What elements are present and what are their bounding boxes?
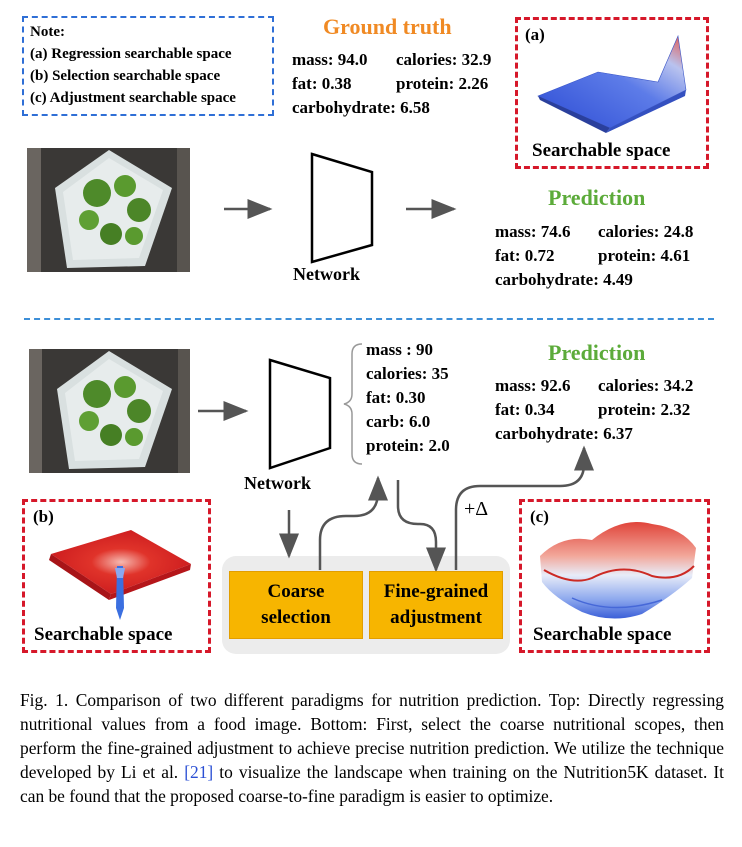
food-photo bbox=[27, 148, 190, 272]
gt-mass: mass: 94.0 bbox=[292, 50, 368, 69]
coarse-calories: calories: 35 bbox=[366, 364, 449, 383]
panel-c-label: (c) bbox=[530, 507, 549, 526]
panel-a-label: (a) bbox=[525, 25, 545, 44]
panel-c-box: (c) Searchable space bbox=[519, 499, 710, 653]
caption-text-after-ref: to visualize the landscape when training… bbox=[20, 762, 725, 806]
adjustment-surface-plot bbox=[540, 522, 696, 619]
gt-calories: calories: 32.9 bbox=[396, 50, 492, 69]
selection-surface-plot bbox=[49, 530, 191, 620]
panel-a-caption: Searchable space bbox=[532, 140, 671, 161]
bottom-pred-protein: protein: 2.32 bbox=[598, 400, 691, 419]
food-photo bbox=[29, 349, 190, 473]
top-pred-calories: calories: 24.8 bbox=[598, 222, 694, 241]
note-item-c: (c) Adjustment searchable space bbox=[30, 90, 236, 106]
coarse-selection-box: Coarse selection bbox=[229, 571, 363, 639]
panel-c-caption: Searchable space bbox=[533, 624, 672, 645]
note-item-b: (b) Selection searchable space bbox=[30, 68, 221, 84]
fine-grained-adjustment-box: Fine-grained adjustment bbox=[369, 571, 503, 639]
note-item-a: (a) Regression searchable space bbox=[30, 46, 232, 62]
food-image-top bbox=[27, 148, 190, 272]
bottom-pred-carbohydrate: carbohydrate: 6.37 bbox=[495, 424, 633, 443]
delta-label: +Δ bbox=[464, 498, 489, 520]
note-box: Note: (a) Regression searchable space (b… bbox=[22, 16, 274, 116]
ground-truth-title: Ground truth bbox=[323, 14, 452, 39]
top-pred-carbohydrate: carbohydrate: 4.49 bbox=[495, 270, 633, 289]
panel-b-label: (b) bbox=[33, 507, 54, 526]
coarse-selection-line2: selection bbox=[261, 607, 331, 628]
top-prediction-title: Prediction bbox=[548, 185, 646, 210]
note-title: Note: bbox=[30, 24, 65, 40]
coarse-selection-line1: Coarse bbox=[267, 581, 325, 602]
bottom-network-label: Network bbox=[244, 473, 311, 493]
coarse-carb: carb: 6.0 bbox=[366, 412, 431, 431]
coarse-protein: protein: 2.0 bbox=[366, 436, 450, 455]
top-pred-protein: protein: 4.61 bbox=[598, 246, 691, 265]
coarse-values-list: mass : 90 calories: 35 fat: 0.30 carb: 6… bbox=[366, 338, 450, 458]
gt-protein: protein: 2.26 bbox=[396, 74, 489, 93]
top-flow-arrows bbox=[224, 152, 457, 264]
figure-caption: Fig. 1. Comparison of two different para… bbox=[20, 688, 724, 808]
top-pred-fat: fat: 0.72 bbox=[495, 246, 555, 265]
panel-b-box: (b) Searchable space bbox=[22, 499, 211, 653]
panel-b-caption: Searchable space bbox=[34, 624, 173, 645]
bottom-pred-mass: mass: 92.6 bbox=[495, 376, 571, 395]
food-image-bottom bbox=[29, 349, 190, 473]
fine-grained-line1: Fine-grained bbox=[383, 581, 489, 602]
fine-grained-line2: adjustment bbox=[390, 607, 482, 628]
top-pred-mass: mass: 74.6 bbox=[495, 222, 571, 241]
caption-text-before-ref: Fig. 1. Comparison of two different para… bbox=[20, 690, 724, 782]
gt-fat: fat: 0.38 bbox=[292, 74, 352, 93]
gt-carbohydrate: carbohydrate: 6.58 bbox=[292, 98, 430, 117]
panel-a-box: (a) Searchable space bbox=[515, 17, 709, 169]
caption-reference-link[interactable]: [21] bbox=[184, 762, 214, 782]
bottom-prediction-title: Prediction bbox=[548, 340, 646, 365]
coarse-fat: fat: 0.30 bbox=[366, 388, 426, 407]
coarse-mass: mass : 90 bbox=[366, 340, 434, 359]
bottom-pred-fat: fat: 0.34 bbox=[495, 400, 555, 419]
regression-surface-plot bbox=[537, 34, 687, 133]
top-network-label: Network bbox=[293, 264, 360, 284]
section-separator bbox=[24, 318, 714, 320]
bottom-pred-calories: calories: 34.2 bbox=[598, 376, 694, 395]
